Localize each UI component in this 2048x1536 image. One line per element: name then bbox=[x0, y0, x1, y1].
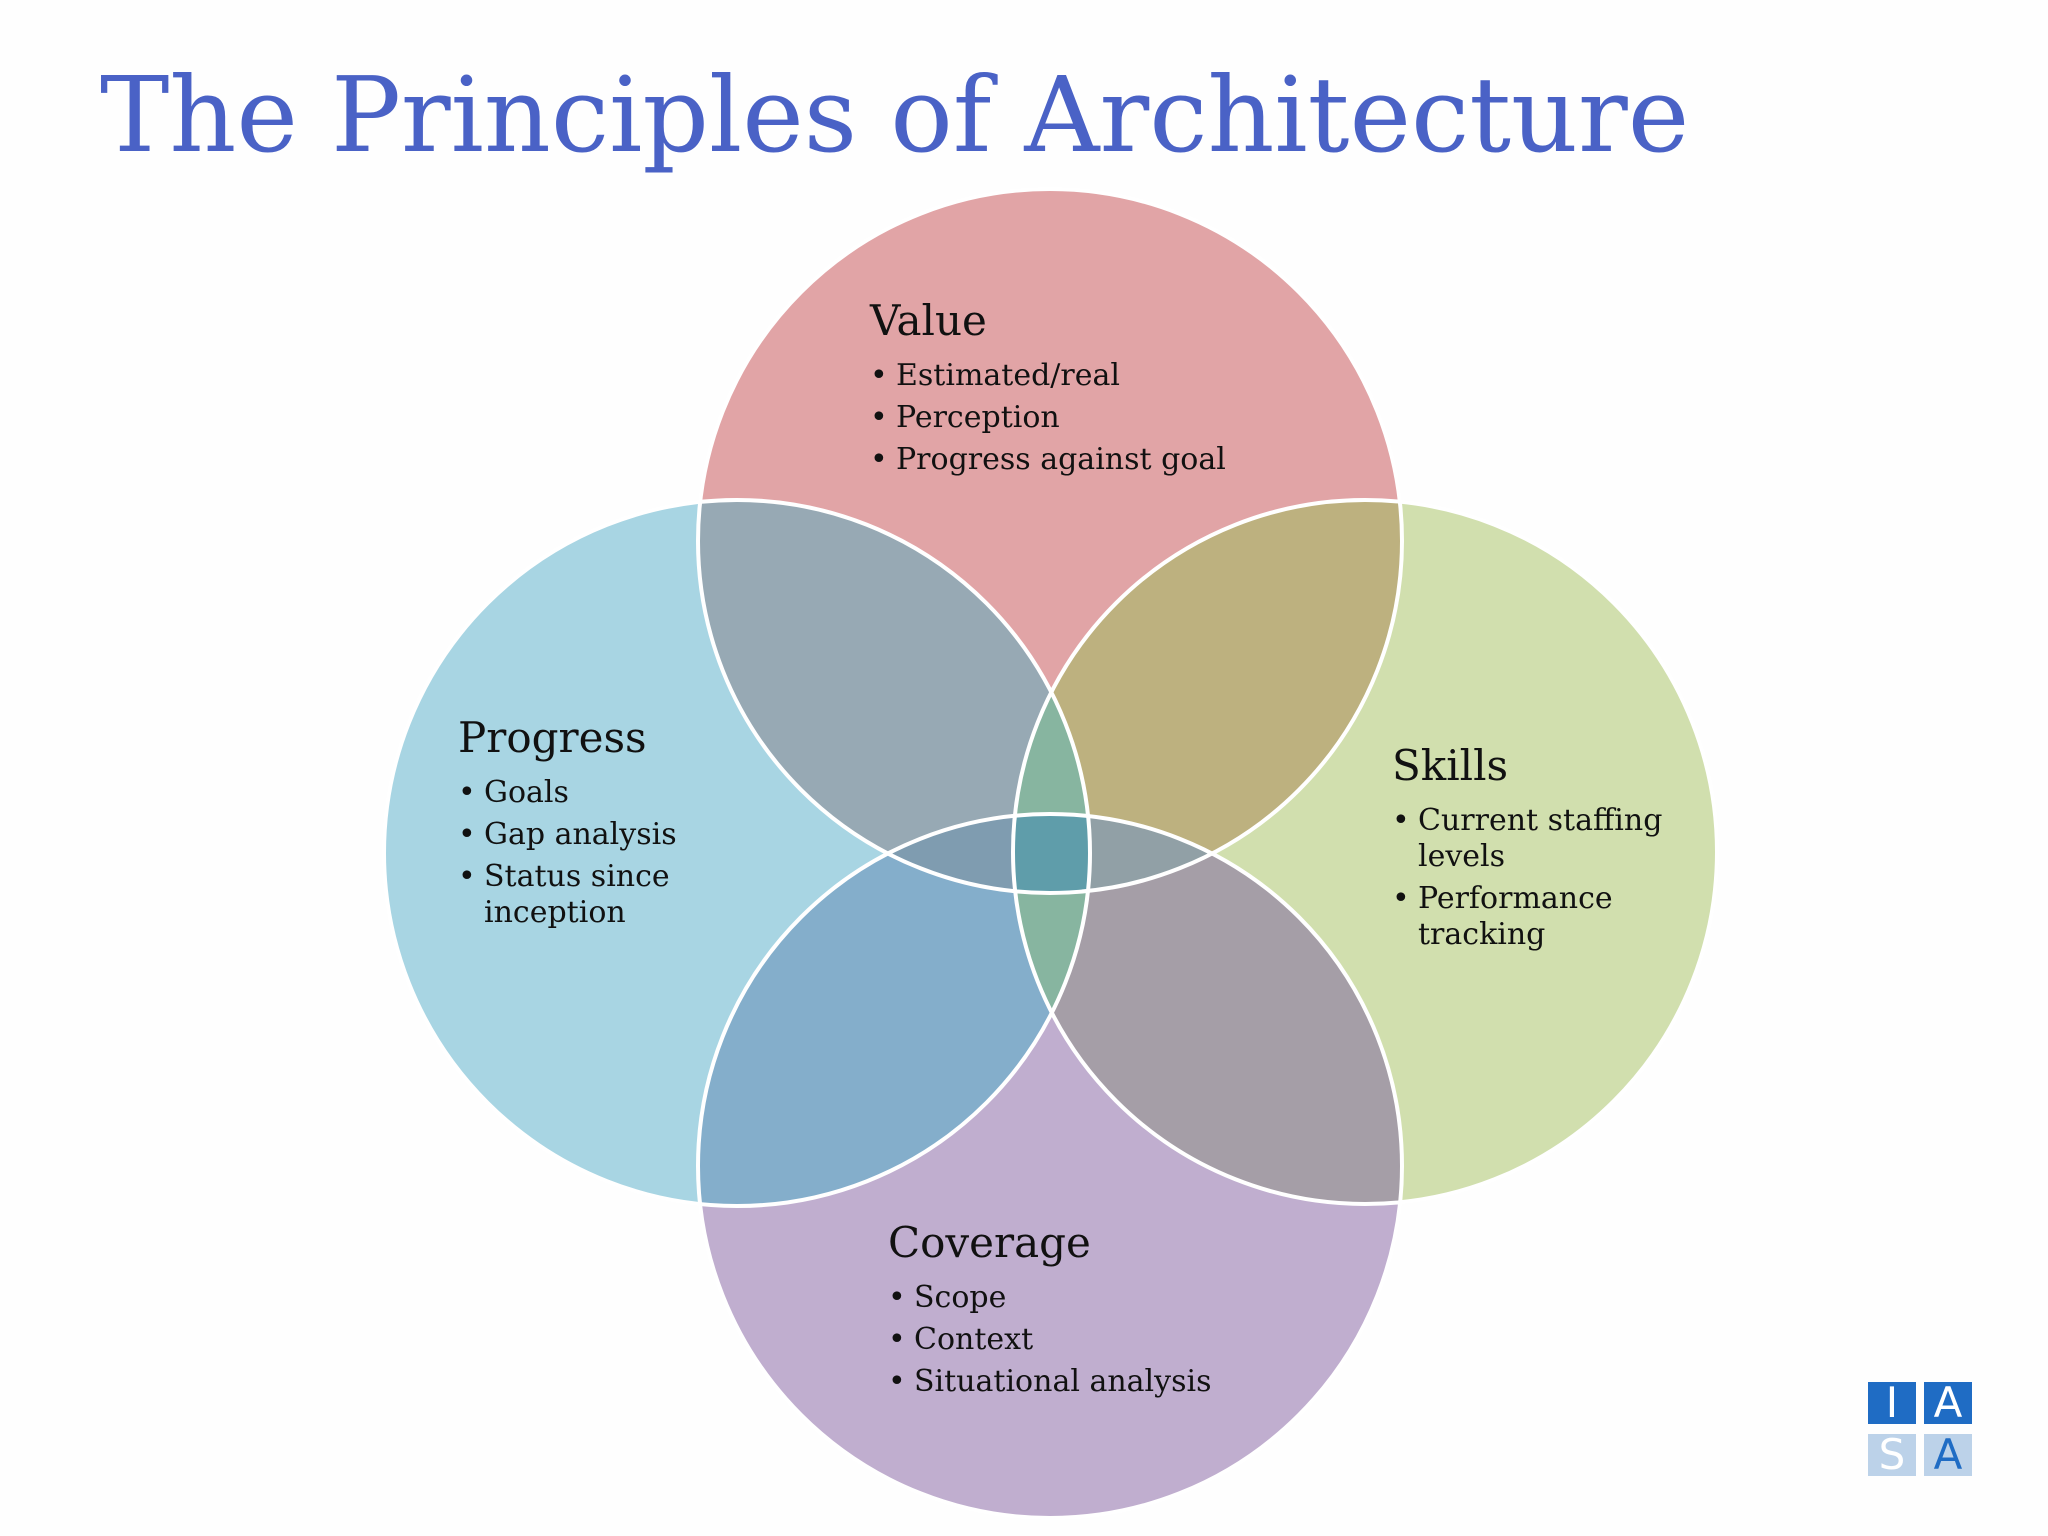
skills-text-block: Skills Current staffing levels Performan… bbox=[1392, 741, 1692, 959]
coverage-heading: Coverage bbox=[888, 1218, 1091, 1267]
iasa-logo: I A S A bbox=[1868, 1382, 1976, 1478]
progress-item: Gap analysis bbox=[458, 817, 708, 853]
value-item: Perception bbox=[870, 400, 1226, 436]
coverage-text-block: Coverage Scope Context Situational analy… bbox=[888, 1218, 1211, 1406]
progress-item: Status since inception bbox=[458, 859, 708, 931]
value-text-block: Value Estimated/real Perception Progress… bbox=[870, 296, 1226, 484]
coverage-item: Context bbox=[888, 1322, 1211, 1358]
progress-heading: Progress bbox=[458, 713, 647, 762]
logo-letter-i: I bbox=[1868, 1382, 1916, 1424]
value-item: Estimated/real bbox=[870, 358, 1226, 394]
value-heading: Value bbox=[870, 296, 987, 345]
skills-list: Current staffing levels Performance trac… bbox=[1392, 803, 1692, 953]
overlap-center bbox=[1013, 814, 1090, 893]
coverage-list: Scope Context Situational analysis bbox=[888, 1280, 1211, 1400]
logo-letter-a2: A bbox=[1924, 1434, 1972, 1476]
value-item: Progress against goal bbox=[870, 442, 1226, 478]
progress-text-block: Progress Goals Gap analysis Status since… bbox=[458, 713, 708, 937]
coverage-item: Scope bbox=[888, 1280, 1211, 1316]
progress-item: Goals bbox=[458, 775, 708, 811]
logo-letter-a: A bbox=[1924, 1382, 1972, 1424]
skills-item: Current staffing levels bbox=[1392, 803, 1692, 875]
outline-progress bbox=[382, 498, 1092, 1208]
skills-item: Performance tracking bbox=[1392, 881, 1692, 953]
logo-letter-s: S bbox=[1868, 1434, 1916, 1476]
progress-list: Goals Gap analysis Status since inceptio… bbox=[458, 775, 708, 931]
skills-heading: Skills bbox=[1392, 741, 1509, 790]
outline-coverage bbox=[696, 812, 1404, 1520]
outline-skills bbox=[1011, 498, 1719, 1206]
value-list: Estimated/real Perception Progress again… bbox=[870, 358, 1226, 478]
slide-title: The Principles of Architecture bbox=[100, 54, 1690, 176]
outline-value bbox=[696, 187, 1404, 895]
coverage-item: Situational analysis bbox=[888, 1364, 1211, 1400]
